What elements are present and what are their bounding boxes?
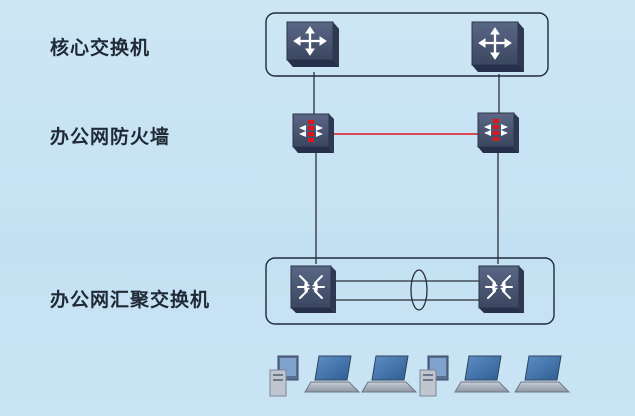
link-aggregation-ellipse	[410, 269, 428, 311]
label-office-aggregation-switch: 办公网汇聚交换机	[50, 289, 211, 311]
aggregation-group-box	[265, 257, 555, 325]
label-office-firewall: 办公网防火墙	[50, 126, 171, 148]
desktop-pc-icon	[419, 355, 449, 397]
firewall-icon	[292, 113, 334, 153]
router-arrows-icon	[286, 21, 339, 67]
label-core-switch: 核心交换机	[50, 37, 151, 59]
desktop-pc-icon	[269, 355, 299, 397]
laptop-icon	[304, 355, 361, 393]
switch-arrows-icon	[478, 265, 524, 313]
switch-arrows-icon	[290, 265, 336, 313]
router-arrows-icon	[471, 21, 524, 72]
laptop-icon	[361, 355, 418, 393]
core-switch-group-box	[265, 12, 549, 77]
firewall-icon	[477, 112, 519, 153]
laptop-icon	[514, 355, 571, 393]
laptop-icon	[454, 355, 511, 393]
